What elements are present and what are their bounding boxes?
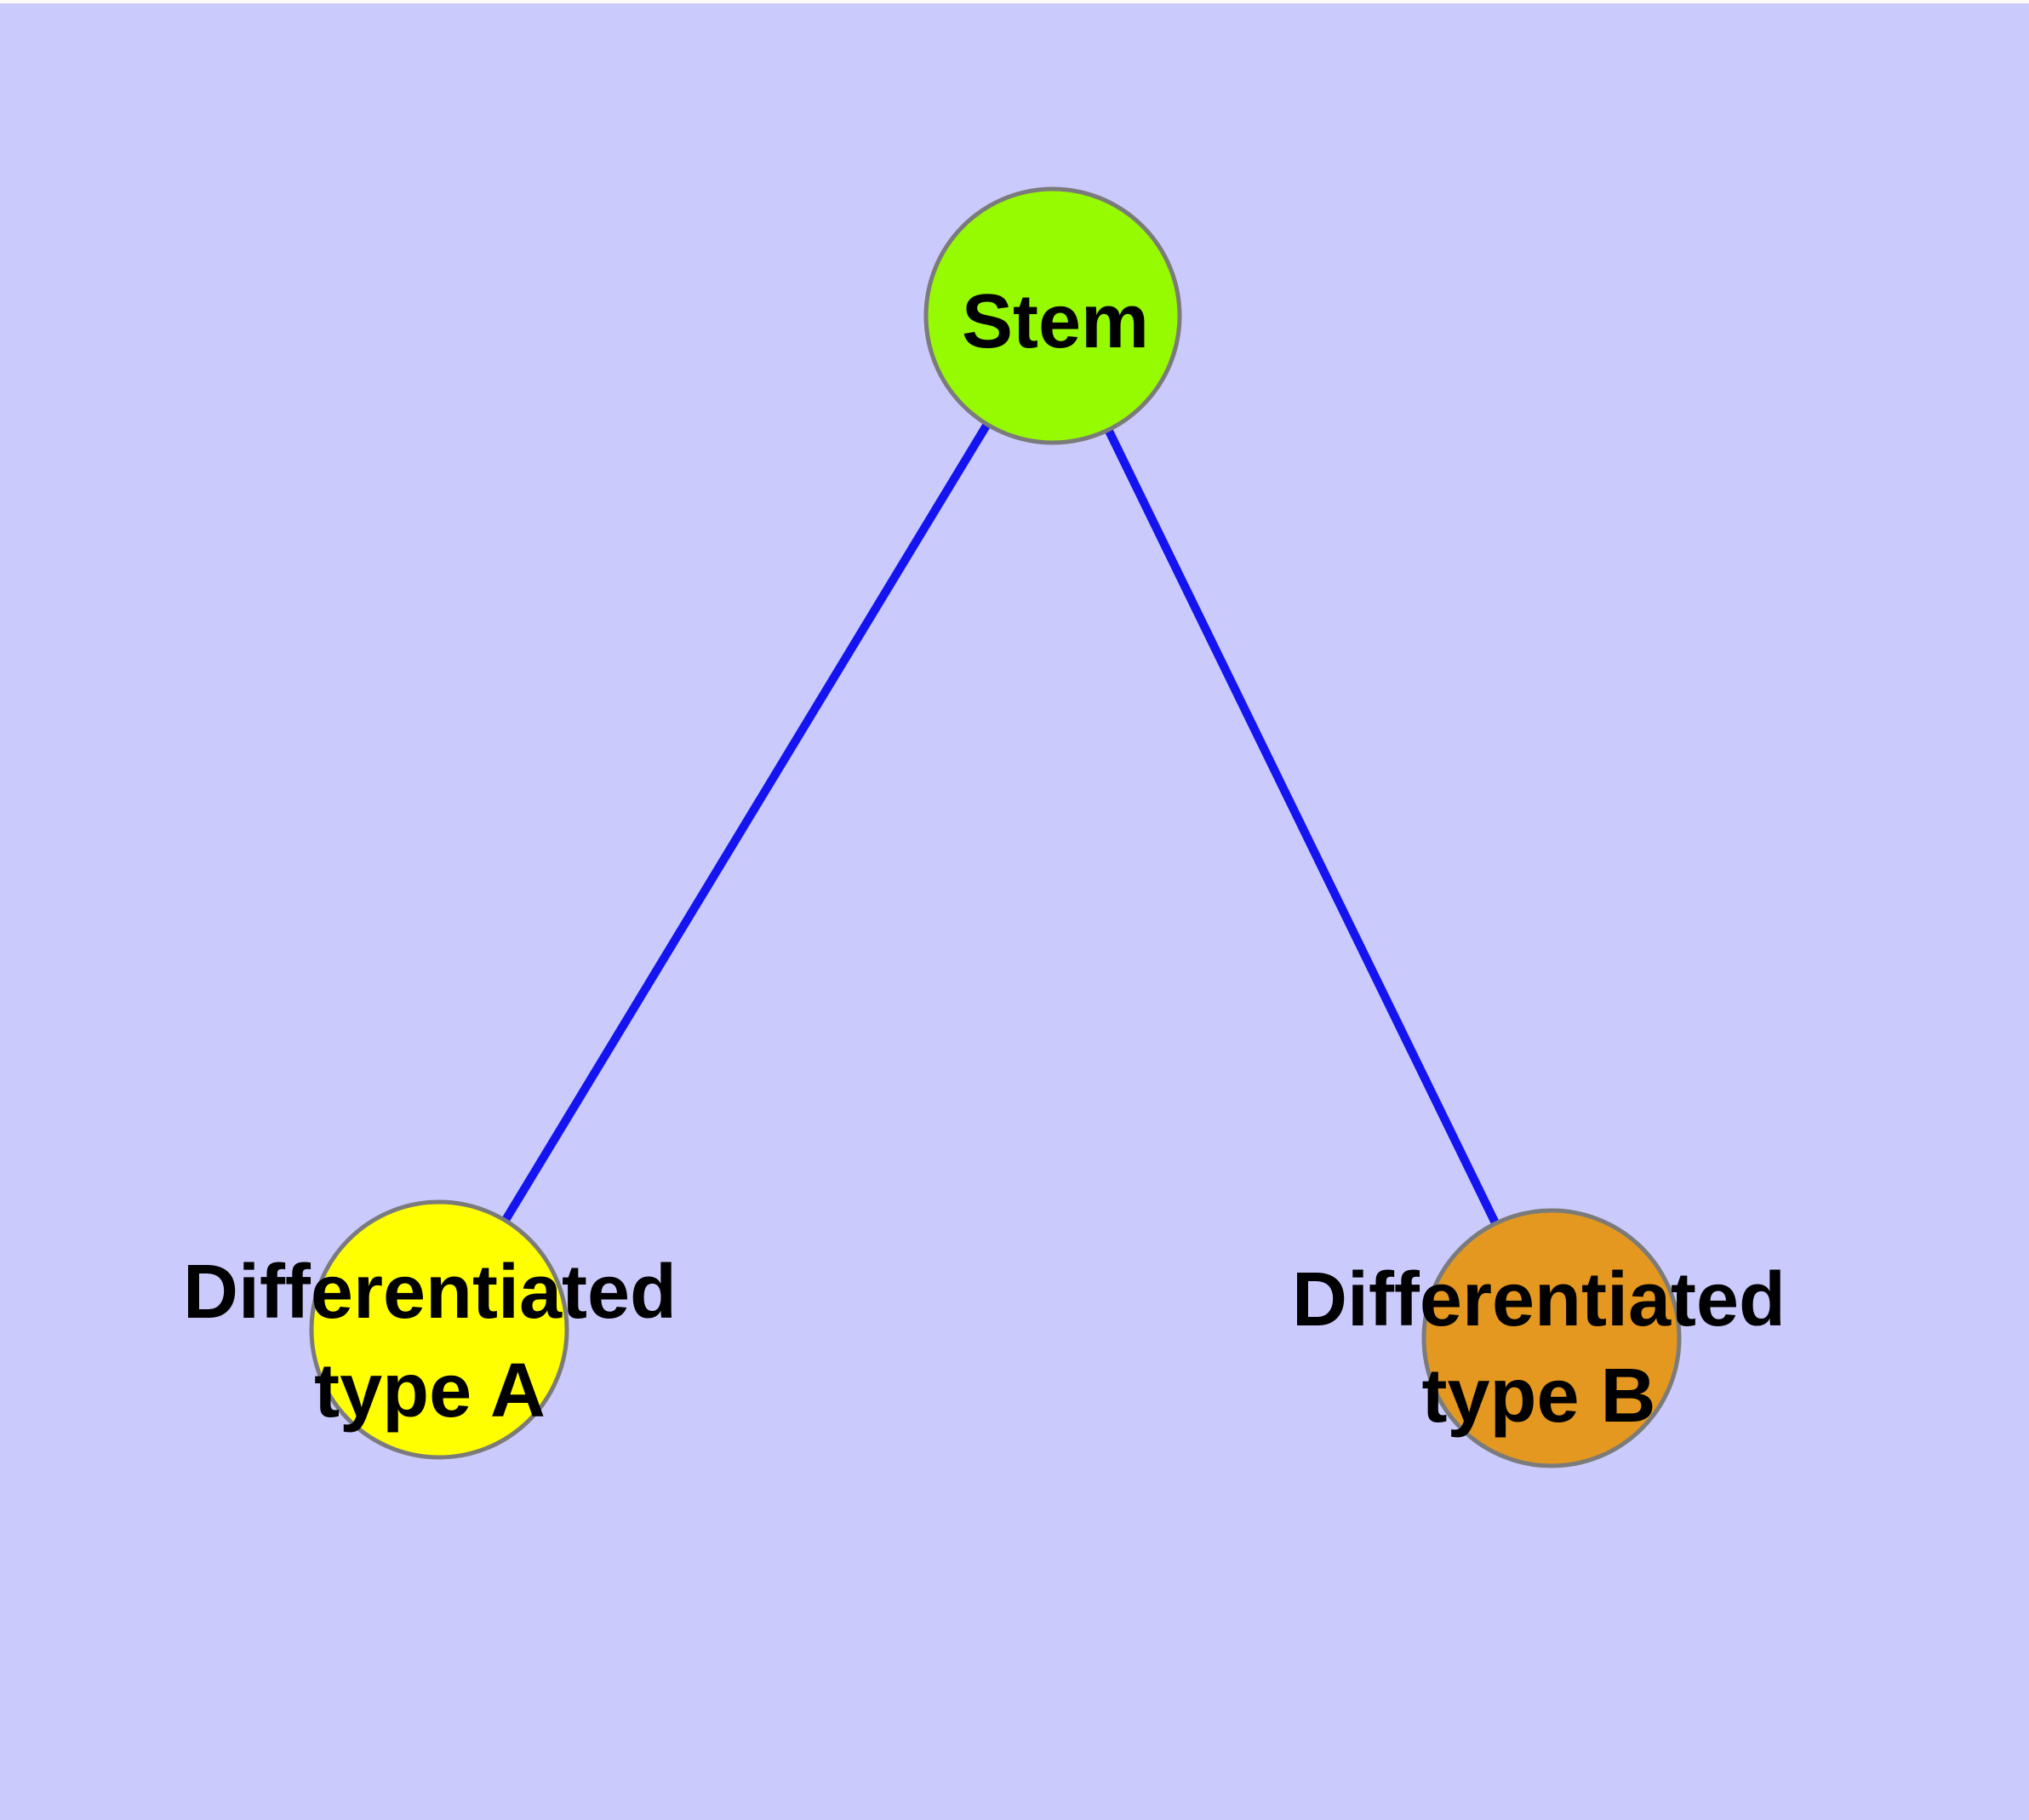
node-stem-label: Stem bbox=[962, 279, 1149, 364]
node-type-b-label-line2: type B bbox=[1421, 1354, 1655, 1439]
edge-stem-to-type-a bbox=[435, 313, 1057, 1332]
node-type-a-label-line1: Differentiated bbox=[183, 1250, 677, 1335]
node-type-a-label-line2: type A bbox=[314, 1348, 546, 1434]
node-type-b bbox=[1421, 1208, 1682, 1468]
node-type-b-label-line1: Differentiated bbox=[1292, 1257, 1786, 1342]
edge-stem-to-type-b bbox=[1049, 313, 1556, 1341]
node-stem bbox=[923, 186, 1182, 445]
canvas-top-edge bbox=[0, 0, 2029, 3]
node-type-a bbox=[309, 1199, 569, 1460]
